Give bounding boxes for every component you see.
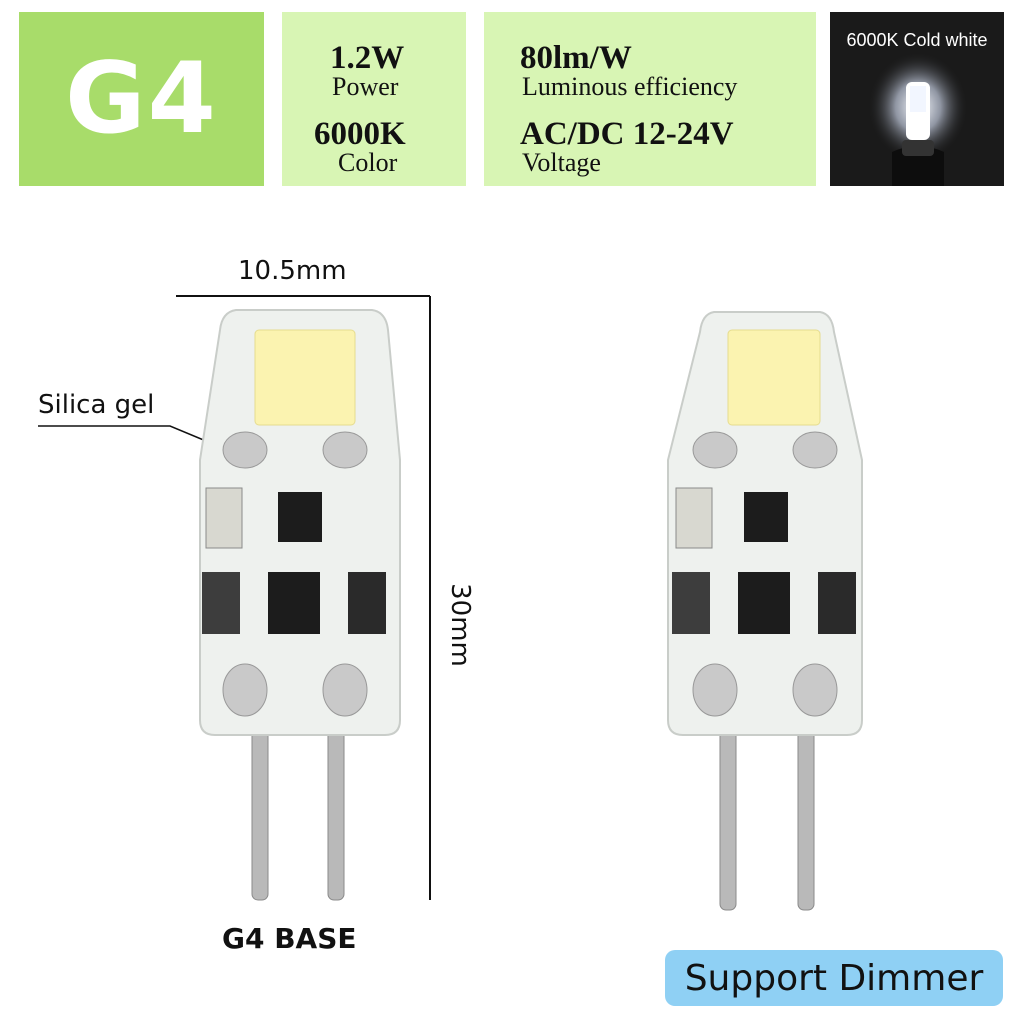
- glowing-bulb-icon: [868, 52, 968, 186]
- power-value: 1.2W: [330, 40, 405, 76]
- base-type-title: G4: [65, 42, 218, 156]
- power-color-panel: 1.2W Power 6000K Color: [282, 12, 466, 186]
- led-bulb-icon: [199, 309, 401, 901]
- base-type-panel: G4: [19, 12, 264, 186]
- width-dimension-label: 10.5mm: [238, 256, 347, 286]
- efficiency-voltage-panel: 80lm/W Luminous efficiency AC/DC 12-24V …: [484, 12, 816, 186]
- photo-caption: 6000K Cold white: [846, 30, 988, 50]
- efficiency-value: 80lm/W: [520, 40, 632, 76]
- led-bulb-icon: [667, 311, 863, 911]
- voltage-value: AC/DC 12-24V: [520, 116, 734, 152]
- color-value: 6000K: [314, 116, 406, 152]
- base-label: G4 BASE: [222, 922, 357, 955]
- efficiency-label: Luminous efficiency: [522, 72, 738, 101]
- height-dimension-label: 30mm: [444, 583, 475, 667]
- material-label: Silica gel: [38, 390, 155, 420]
- silica-leader-line: [38, 425, 219, 447]
- color-label: Color: [338, 148, 398, 177]
- photo-panel: 6000K Cold white: [830, 12, 1004, 186]
- dimmer-badge: Support Dimmer: [665, 950, 1003, 1006]
- voltage-label: Voltage: [522, 148, 601, 177]
- dimmer-label: Support Dimmer: [684, 957, 984, 999]
- power-label: Power: [332, 72, 399, 101]
